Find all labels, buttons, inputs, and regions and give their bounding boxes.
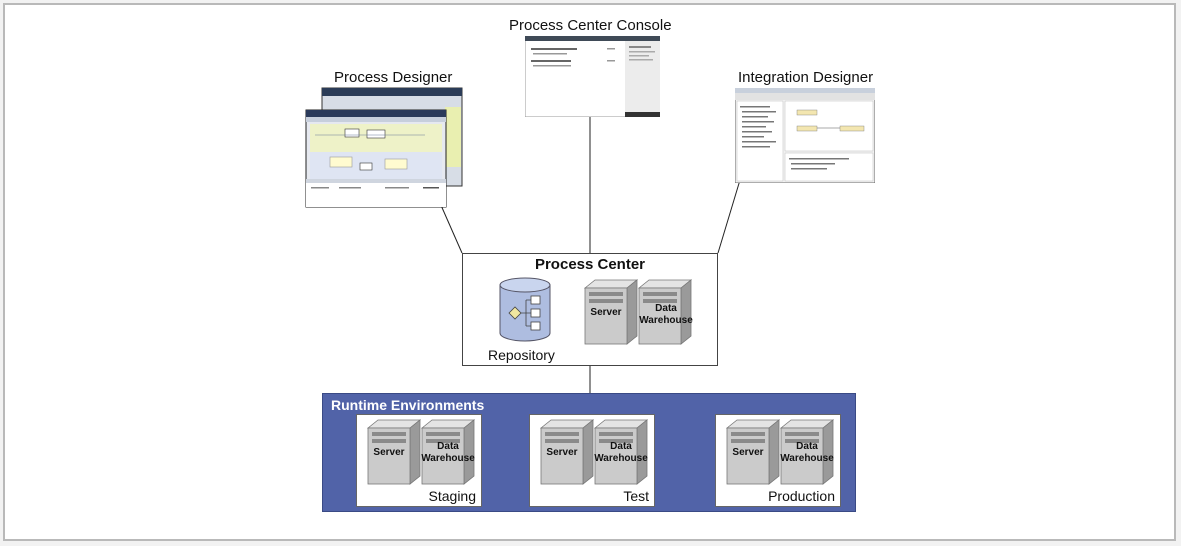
runtime-environments-title: Runtime Environments <box>331 397 485 413</box>
server-icon <box>539 419 595 485</box>
integration-designer-screenshot <box>735 88 875 183</box>
data-warehouse-line1: Data <box>796 441 818 452</box>
server-label: Server <box>373 447 405 458</box>
process-designer-label: Process Designer <box>334 69 453 86</box>
environment-name: Staging <box>428 488 476 504</box>
data-warehouse-line1: Data <box>655 303 677 314</box>
data-warehouse-line2: Warehouse <box>639 315 693 326</box>
console-label: Process Center Console <box>509 17 672 34</box>
process-center-title: Process Center <box>534 256 646 273</box>
data-warehouse-icon <box>593 419 649 485</box>
data-warehouse-line1: Data <box>437 441 459 452</box>
process-designer-graphic <box>305 87 463 208</box>
process-center-box: Process Center Repository Server Data Wa… <box>462 253 718 366</box>
line-designer-to-center <box>439 202 463 254</box>
data-warehouse-icon <box>779 419 835 485</box>
repository-icon <box>499 277 551 342</box>
environment-staging: Server Data Warehouse Staging <box>356 414 482 507</box>
data-warehouse-label: Data Warehouse <box>635 303 697 327</box>
environment-name: Production <box>768 488 835 504</box>
console-screenshot-graphic <box>525 36 660 117</box>
data-warehouse-label: Data Warehouse <box>776 441 838 465</box>
repository-label: Repository <box>488 347 555 363</box>
data-warehouse-line2: Warehouse <box>421 453 475 464</box>
data-warehouse-line2: Warehouse <box>594 453 648 464</box>
data-warehouse-icon <box>420 419 476 485</box>
integration-designer-graphic <box>735 88 875 183</box>
runtime-environments-box: Runtime Environments Server Data Warehou… <box>322 393 856 512</box>
data-warehouse-icon <box>637 279 693 345</box>
environment-production: Server Data Warehouse Production <box>715 414 841 507</box>
environment-name: Test <box>623 488 649 504</box>
data-warehouse-line1: Data <box>610 441 632 452</box>
data-warehouse-label: Data Warehouse <box>590 441 652 465</box>
data-warehouse-label: Data Warehouse <box>417 441 479 465</box>
server-icon <box>725 419 781 485</box>
server-label: Server <box>546 447 578 458</box>
line-integration-to-center <box>717 179 741 254</box>
server-icon <box>366 419 422 485</box>
server-label: Server <box>732 447 764 458</box>
process-designer-screenshot <box>305 87 463 209</box>
server-label: Server <box>590 307 622 318</box>
integration-designer-label: Integration Designer <box>738 69 874 86</box>
environment-test: Server Data Warehouse Test <box>529 414 655 507</box>
console-screenshot <box>525 36 660 117</box>
server-icon <box>583 279 639 345</box>
data-warehouse-line2: Warehouse <box>780 453 834 464</box>
